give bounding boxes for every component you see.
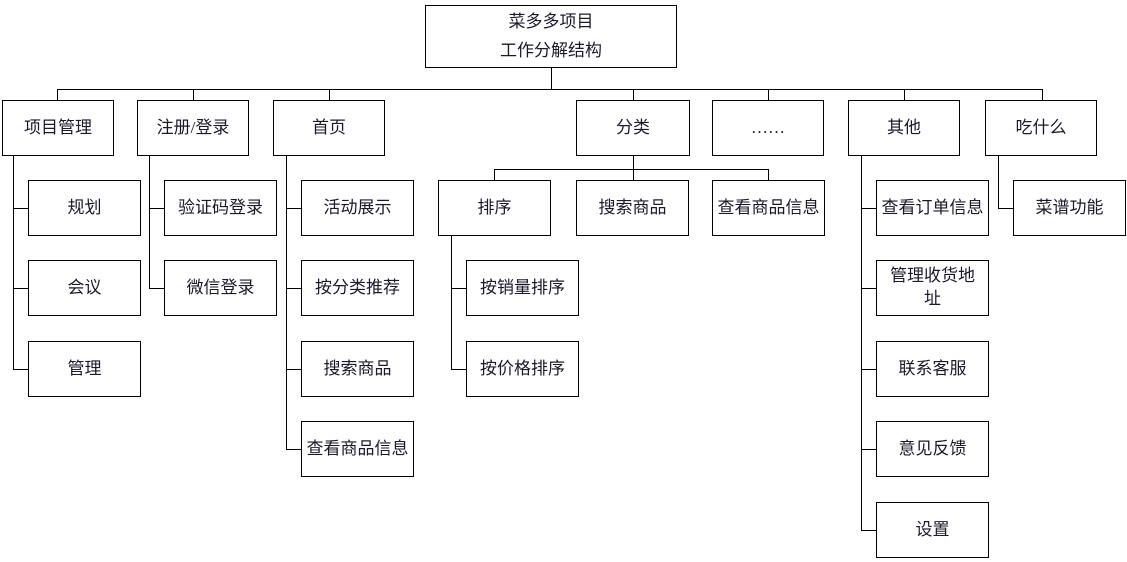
connector-rail-sort xyxy=(451,236,452,369)
wbs-node-activity-show[interactable]: 活动展示 xyxy=(301,180,414,236)
wbs-node-label-home: 首页 xyxy=(312,117,346,137)
connector-stub-address xyxy=(861,288,876,289)
wbs-node-label-wechat-login: 微信登录 xyxy=(186,277,255,297)
wbs-node-root[interactable]: 菜多多项目 工作分解结构 xyxy=(425,5,677,68)
connector-level1-bus xyxy=(57,89,1043,90)
wbs-node-cat-search[interactable]: 搜索商品 xyxy=(576,180,689,236)
connector-stub-contact xyxy=(861,369,876,370)
wbs-node-label-recipe: 菜谱功能 xyxy=(1035,197,1104,217)
wbs-node-ellipsis[interactable]: …… xyxy=(712,100,824,156)
wbs-node-label-sort: 排序 xyxy=(477,197,512,217)
connector-drop-other xyxy=(904,89,905,100)
connector-stub-settings xyxy=(861,530,876,531)
wbs-node-label-settings: 设置 xyxy=(915,519,950,539)
wbs-node-label-meeting: 会议 xyxy=(67,277,102,297)
wbs-node-label-cat-search: 搜索商品 xyxy=(598,197,667,217)
connector-stub-order xyxy=(861,208,876,209)
wbs-node-meeting[interactable]: 会议 xyxy=(28,260,141,316)
connector-stub-meeting xyxy=(13,288,28,289)
wbs-node-manage-address[interactable]: 管理收货地 址 xyxy=(876,260,989,316)
wbs-node-label-cat-view-item: 查看商品信息 xyxy=(717,197,820,217)
wbs-node-label-manage-address: 管理收货地 址 xyxy=(890,266,975,308)
wbs-node-settings[interactable]: 设置 xyxy=(876,502,989,558)
connector-drop-home xyxy=(329,89,330,100)
connector-rail-proj-mgmt xyxy=(13,156,14,369)
wbs-node-label-home-search: 搜索商品 xyxy=(323,358,392,378)
wbs-node-recommend[interactable]: 按分类推荐 xyxy=(301,260,414,316)
wbs-node-label-proj-mgmt: 项目管理 xyxy=(24,117,92,137)
connector-stub-sales xyxy=(451,288,466,289)
connector-stub-recommend xyxy=(286,288,301,289)
connector-cat-bus xyxy=(494,169,768,170)
wbs-node-home-search[interactable]: 搜索商品 xyxy=(301,341,414,397)
connector-drop-ellipsis xyxy=(768,89,769,100)
connector-cat-drop-srch xyxy=(633,169,634,180)
connector-stub-wechat xyxy=(149,288,164,289)
connector-drop-proj-mgmt xyxy=(57,89,58,100)
wbs-node-recipe[interactable]: 菜谱功能 xyxy=(1013,180,1126,236)
wbs-node-home[interactable]: 首页 xyxy=(273,100,385,156)
wbs-node-sort[interactable]: 排序 xyxy=(438,180,551,236)
wbs-node-category[interactable]: 分类 xyxy=(576,100,690,156)
connector-stub-manage xyxy=(13,369,28,370)
wbs-node-label-eat-what: 吃什么 xyxy=(1015,117,1067,137)
wbs-node-label-ellipsis: …… xyxy=(751,117,785,137)
connector-drop-reg-login xyxy=(193,89,194,100)
connector-rail-home xyxy=(286,156,287,449)
connector-drop-category xyxy=(633,89,634,100)
wbs-node-planning[interactable]: 规划 xyxy=(28,180,141,236)
wbs-node-contact-service[interactable]: 联系客服 xyxy=(876,341,989,397)
wbs-node-cat-view-item[interactable]: 查看商品信息 xyxy=(712,180,825,236)
connector-cat-stem xyxy=(633,156,634,169)
wbs-node-label-activity-show: 活动展示 xyxy=(323,197,392,217)
wbs-node-wechat-login[interactable]: 微信登录 xyxy=(164,260,277,316)
wbs-node-view-order[interactable]: 查看订单信息 xyxy=(876,180,989,236)
wbs-node-proj-mgmt[interactable]: 项目管理 xyxy=(2,100,114,156)
connector-drop-eat-what xyxy=(1042,89,1043,100)
connector-cat-drop-sort xyxy=(494,169,495,180)
wbs-node-sms-login[interactable]: 验证码登录 xyxy=(164,180,277,236)
wbs-node-label-sort-by-price: 按价格排序 xyxy=(480,358,565,378)
connector-root-stem xyxy=(551,68,552,89)
wbs-node-label-contact-service: 联系客服 xyxy=(898,358,967,378)
wbs-node-label-sort-by-sales: 按销量排序 xyxy=(480,277,565,297)
wbs-node-reg-login[interactable]: 注册/登录 xyxy=(137,100,249,156)
wbs-node-label-recommend: 按分类推荐 xyxy=(315,277,400,297)
connector-stub-recipe xyxy=(998,208,1013,209)
connector-rail-other xyxy=(861,156,862,530)
connector-stub-activity xyxy=(286,208,301,209)
connector-stub-home-srch xyxy=(286,369,301,370)
wbs-node-label-category: 分类 xyxy=(616,117,650,137)
wbs-node-manage[interactable]: 管理 xyxy=(28,341,141,397)
wbs-node-label-home-view-item: 查看商品信息 xyxy=(306,438,409,458)
connector-cat-drop-view xyxy=(768,169,769,180)
wbs-node-label-view-order: 查看订单信息 xyxy=(881,197,984,217)
connector-stub-price xyxy=(451,369,466,370)
connector-rail-reg-login xyxy=(149,156,150,288)
wbs-node-label-sms-login: 验证码登录 xyxy=(178,197,263,217)
wbs-node-label-root: 菜多多项目 工作分解结构 xyxy=(500,11,602,60)
wbs-node-label-reg-login: 注册/登录 xyxy=(156,117,230,137)
connector-stub-sms xyxy=(149,208,164,209)
connector-stub-home-view xyxy=(286,449,301,450)
wbs-node-feedback[interactable]: 意见反馈 xyxy=(876,421,989,477)
connector-stub-planning xyxy=(13,208,28,209)
wbs-node-label-other: 其他 xyxy=(887,117,921,137)
wbs-node-label-feedback: 意见反馈 xyxy=(898,438,967,458)
wbs-node-sort-by-sales[interactable]: 按销量排序 xyxy=(466,260,579,316)
wbs-node-eat-what[interactable]: 吃什么 xyxy=(985,100,1097,156)
wbs-node-home-view-item[interactable]: 查看商品信息 xyxy=(301,421,414,477)
wbs-node-sort-by-price[interactable]: 按价格排序 xyxy=(466,341,579,397)
wbs-node-label-manage: 管理 xyxy=(67,358,102,378)
connector-stub-feedback xyxy=(861,449,876,450)
wbs-node-label-planning: 规划 xyxy=(67,197,102,217)
wbs-node-other[interactable]: 其他 xyxy=(848,100,960,156)
connector-rail-eat-what xyxy=(998,156,999,209)
